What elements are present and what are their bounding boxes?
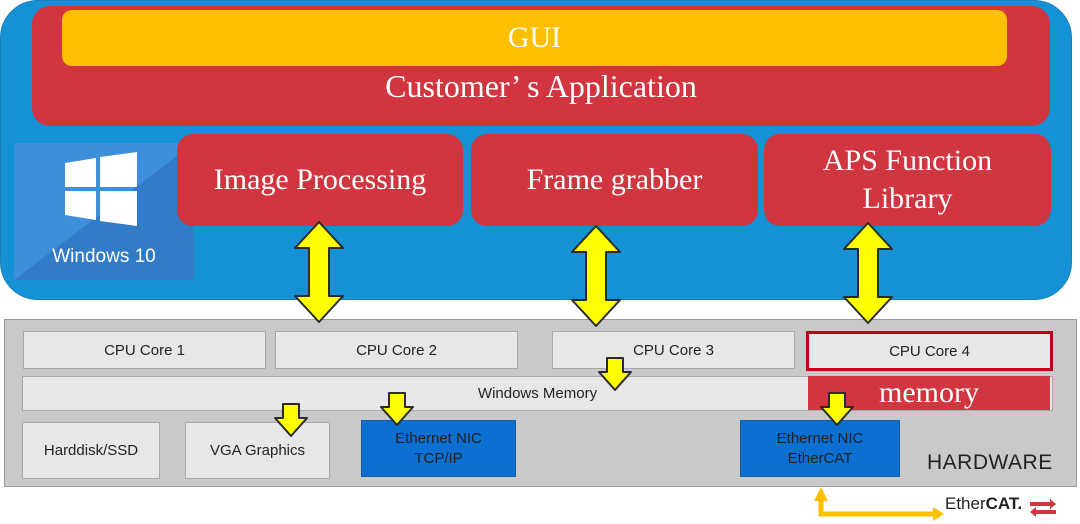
- ethercat-logo-prefix: Ether: [945, 494, 986, 513]
- windows-10-label: Windows 10: [52, 246, 156, 267]
- ethernet-nic-tcpip-box: Ethernet NIC TCP/IP: [361, 420, 516, 477]
- frame-grabber-box: Frame grabber: [471, 134, 758, 226]
- cpu-core-1-box: CPU Core 1: [23, 331, 266, 369]
- ethercat-connection-arrow: [814, 487, 944, 521]
- ethernet-nic-tcpip-line1: Ethernet NIC: [395, 429, 482, 447]
- frame-grabber-label: Frame grabber: [526, 163, 703, 196]
- image-processing-box: Image Processing: [177, 134, 463, 226]
- harddisk-ssd-label: Harddisk/SSD: [43, 442, 139, 459]
- ethercat-logo-arrows-icon: [1030, 499, 1056, 517]
- memory-nic-ethercat-down-arrow: [820, 392, 854, 426]
- memory-nic-tcpip-down-arrow: [380, 392, 414, 426]
- ethercat-logo: EtherCAT.: [945, 494, 1022, 514]
- aps-function-library-label-line1: APS Function: [822, 144, 993, 177]
- memory-vga-down-arrow: [274, 403, 308, 437]
- windows-memory-label: Windows Memory: [477, 385, 598, 402]
- ethercat-logo-suffix: CAT.: [985, 494, 1023, 513]
- ethernet-nic-ethercat-line2: EtherCAT: [787, 449, 853, 467]
- cpu-core-2-label: CPU Core 2: [356, 341, 437, 359]
- aps-library-core4-arrow: [843, 222, 893, 324]
- memory-label: memory: [879, 376, 979, 409]
- cpu-core-3-box: CPU Core 3: [552, 331, 795, 369]
- gui-box: GUI: [62, 10, 1007, 66]
- memory-box: memory: [808, 376, 1050, 410]
- ethernet-nic-tcpip-line2: TCP/IP: [414, 449, 463, 467]
- vga-graphics-box: VGA Graphics: [185, 422, 330, 479]
- image-processing-label: Image Processing: [213, 163, 427, 196]
- aps-function-library-label-line2: Library: [862, 182, 953, 215]
- vga-graphics-label: VGA Graphics: [209, 442, 306, 459]
- cpu-core-3-label: CPU Core 3: [633, 341, 714, 359]
- frame-grabber-core3-arrow: [571, 225, 621, 327]
- customer-application-label: Customer’ s Application: [385, 68, 697, 104]
- aps-function-library-box: APS Function Library: [764, 134, 1051, 226]
- ethernet-nic-ethercat-box: Ethernet NIC EtherCAT: [740, 420, 900, 477]
- image-processing-core2-arrow: [294, 221, 344, 323]
- cpu-core-4-label: CPU Core 4: [889, 342, 970, 360]
- core3-memory-down-arrow: [598, 357, 632, 391]
- harddisk-ssd-box: Harddisk/SSD: [22, 422, 160, 479]
- hardware-label: HARDWARE: [927, 451, 1053, 474]
- ethernet-nic-ethercat-line1: Ethernet NIC: [776, 429, 864, 447]
- cpu-core-2-box: CPU Core 2: [275, 331, 518, 369]
- cpu-core-1-label: CPU Core 1: [104, 341, 185, 359]
- gui-label: GUI: [507, 21, 562, 54]
- cpu-core-4-box: CPU Core 4: [806, 331, 1053, 371]
- windows-logo-icon: [65, 152, 137, 226]
